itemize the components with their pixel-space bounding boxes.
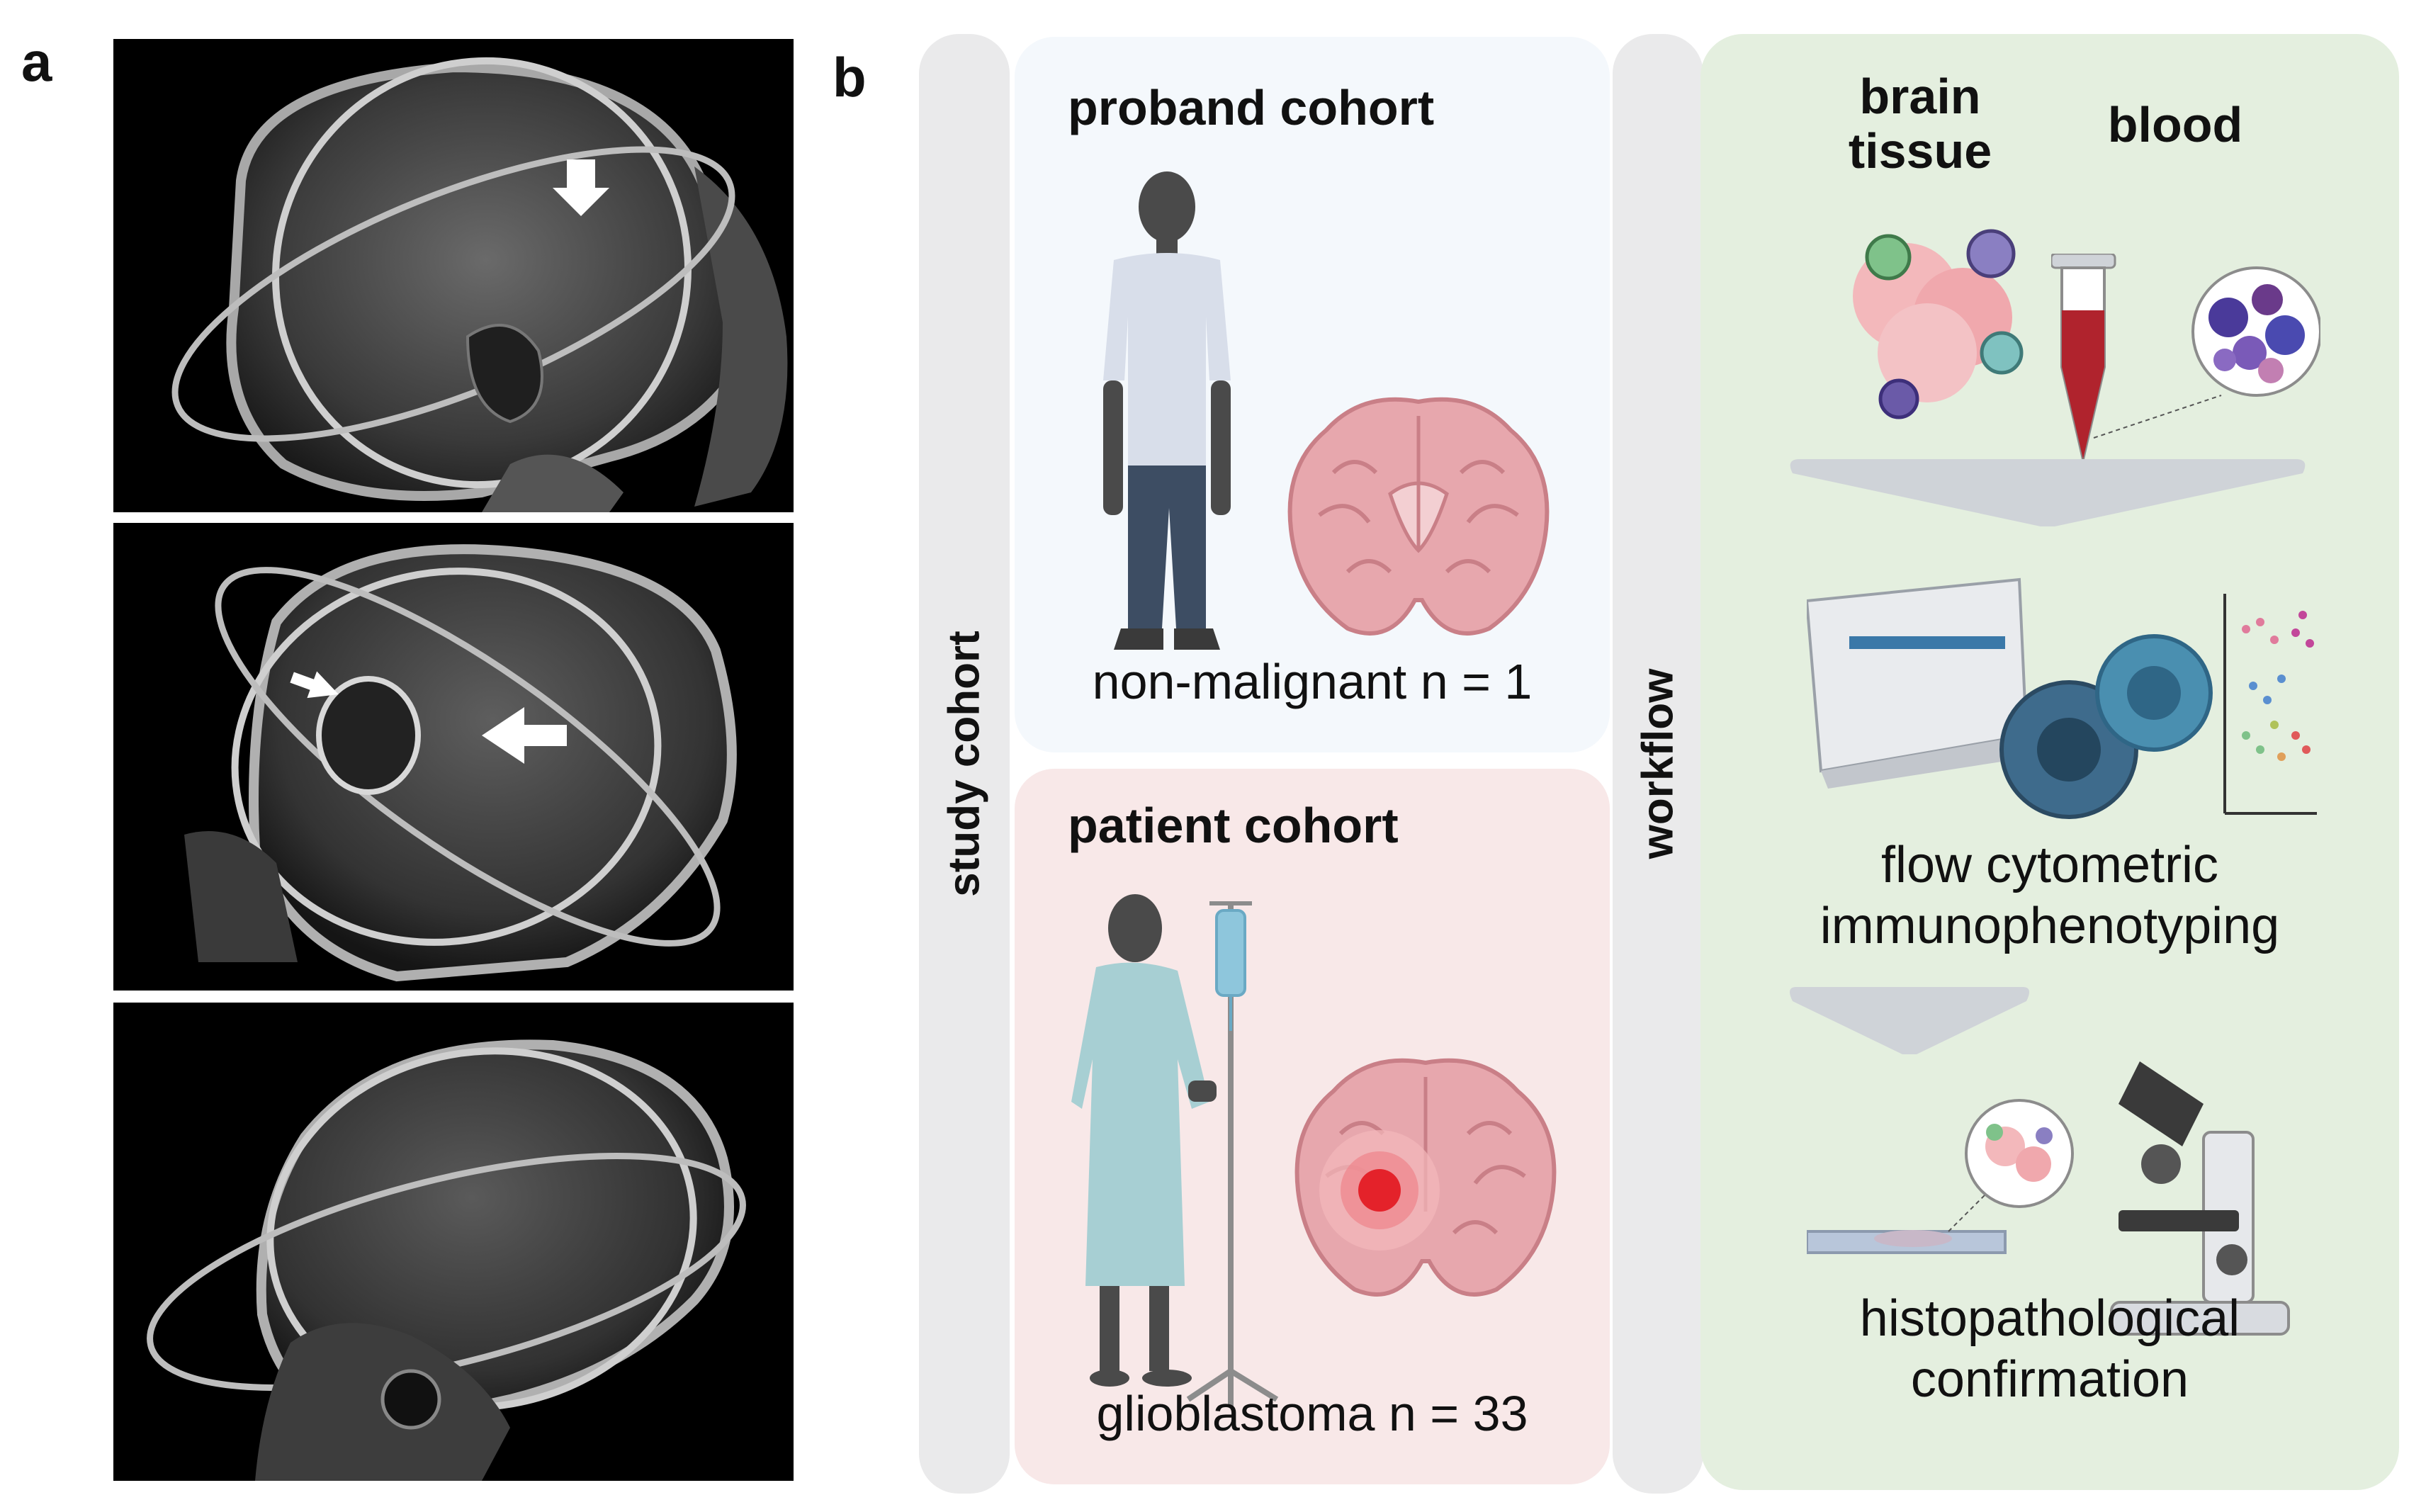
brain-tissue-label: brain tissue <box>1848 69 1992 179</box>
microscope-slide-icon <box>1807 1061 2290 1336</box>
iv-bag-icon <box>1215 909 1246 997</box>
brain-tissue-cells-icon <box>1853 229 2024 419</box>
histopathology-line-1: histopathological <box>1859 1290 2240 1347</box>
proband-cohort-title: proband cohort <box>1068 80 1435 135</box>
workflow-bar: workflow <box>1613 34 1703 1494</box>
flow-cytometry-label: flow cytometric immunophenotyping <box>1700 835 2399 957</box>
brain-icon <box>1287 397 1550 636</box>
workflow-label: workflow <box>1633 668 1683 859</box>
study-cohort-label: study cohort <box>940 631 989 897</box>
flow-cytometry-line-1: flow cytometric <box>1880 837 2219 893</box>
flow-cytometer-icon <box>1807 577 2317 819</box>
patient-with-iv-icon <box>1071 894 1279 1406</box>
arrow-marker-icon <box>482 707 567 764</box>
flow-cytometry-line-2: immunophenotyping <box>1820 898 2280 955</box>
microscope-icon <box>2110 1061 2290 1336</box>
brain-tumor-icon <box>1294 1058 1557 1297</box>
proband-cohort-panel: proband cohort non-malignant n = 1 <box>1015 37 1610 752</box>
panel-b-label: b <box>833 46 867 108</box>
tumor-marker <box>1358 1169 1401 1212</box>
mri-scan-2 <box>113 523 794 991</box>
histopathology-line-2: confirmation <box>1910 1351 2189 1409</box>
workflow-arrow-2 <box>1790 987 2029 1054</box>
histopathology-label: histopathological confirmation <box>1700 1288 2399 1411</box>
mri-scan-1-image <box>171 57 788 512</box>
patient-cohort-title: patient cohort <box>1068 798 1399 853</box>
panel-a-label: a <box>21 30 52 93</box>
scatter-plot-dots <box>2242 611 2314 761</box>
arrow-marker-small-icon <box>290 671 339 699</box>
mri-scan-3 <box>113 1003 794 1481</box>
mri-scan-2-image <box>184 544 737 982</box>
patient-cohort-caption: glioblastoma n = 33 <box>1096 1386 1528 1441</box>
blood-tube-icon <box>2051 254 2320 460</box>
study-cohort-bar: study cohort <box>919 34 1010 1494</box>
arrow-marker-icon <box>553 159 609 216</box>
patient-cohort-panel: patient cohort glioblastoma n = 33 <box>1015 769 1610 1484</box>
workflow-panel: brain tissue blood <box>1700 34 2399 1490</box>
mri-scan-3-image <box>113 1003 794 1481</box>
proband-cohort-caption: non-malignant n = 1 <box>1092 654 1533 709</box>
person-icon <box>1103 171 1231 650</box>
workflow-arrow-1 <box>1790 459 2306 526</box>
blood-label: blood <box>2107 97 2243 152</box>
mri-scan-1 <box>113 39 794 512</box>
